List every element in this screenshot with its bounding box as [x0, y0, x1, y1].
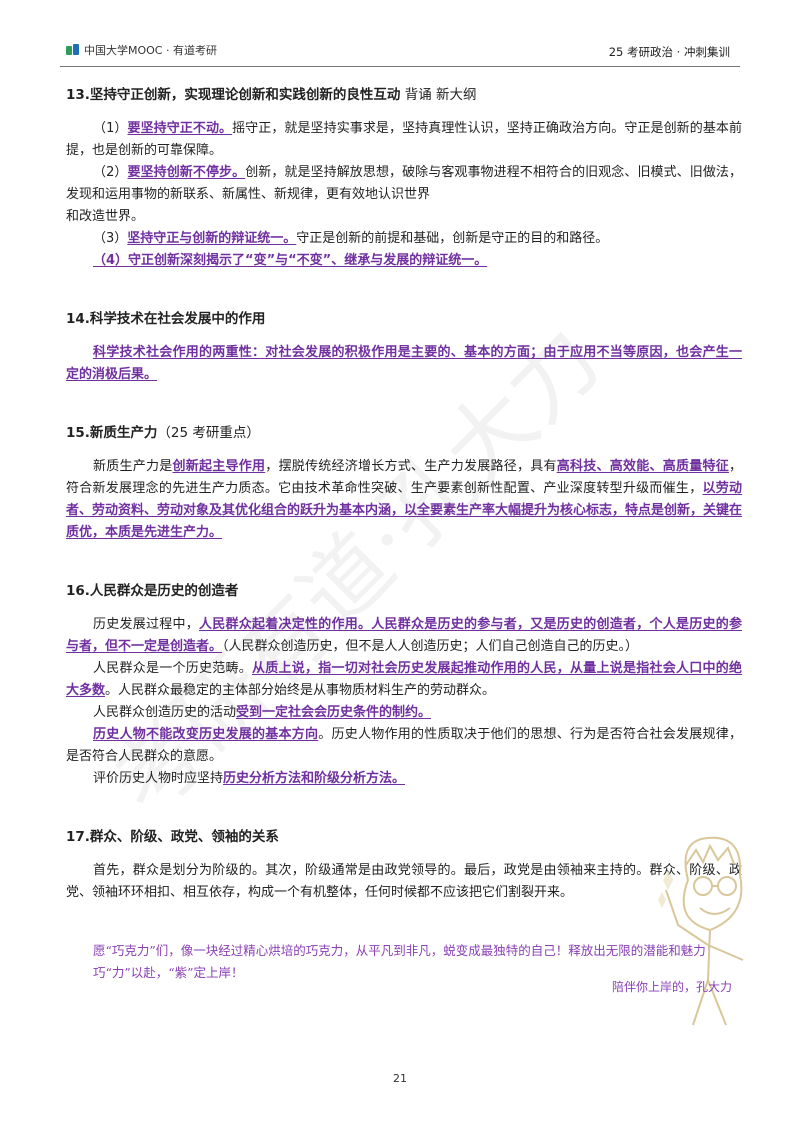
section-16-title: 16.人民群众是历史的创造者 [66, 583, 239, 599]
closing-message: 愿“巧克力”们，像一块经过精心烘培的巧克力，从平凡到非凡，蜕变成最独特的自己！释… [93, 943, 719, 958]
s14-body: 科学技术社会作用的两重性：对社会发展的积极作用是主要的、基本的方面；由于应用不当… [66, 345, 742, 382]
s16-para-2: 人民群众是一个历史范畴。从质上说，指一切对社会历史发展起推动作用的人民，从量上说… [66, 661, 742, 698]
s13-item-2: （2）要坚持创新不停步。创新，就是坚持解放思想，破除与客观事物进程不相符合的旧观… [66, 165, 742, 202]
mooc-logo-icon [66, 44, 80, 56]
section-15-title: 15.新质生产力（25 考研重点） [66, 425, 260, 441]
signature: 陪伴你上岸的，孔大力 [611, 980, 732, 994]
header-divider [60, 66, 740, 67]
s16-para-1: 历史发展过程中，人民群众起着决定性的作用。人民群众是历史的参与者，又是历史的创造… [66, 617, 742, 654]
s13-item-2-cont: 和改造世界。 [66, 209, 145, 224]
s17-body: 首先，群众是划分为阶级的。其次，阶级通常是由政党领导的。最后，政党是由领袖来主持… [66, 863, 742, 900]
section-14-title: 14.科学技术在社会发展中的作用 [66, 311, 266, 327]
s13-item-4: （4）守正创新深刻揭示了“变”与“不变”、继承与发展的辩证统一。 [93, 253, 488, 268]
page-number: 21 [393, 1072, 407, 1085]
s13-item-3: （3）坚持守正与创新的辩证统一。守正是创新的前提和基础，创新是守正的目的和路径。 [93, 231, 609, 246]
page-header: 中国大学MOOC · 有道考研 25 考研政治 · 冲刺集训 [0, 0, 800, 75]
s15-body: 新质生产力是创新起主导作用，摆脱传统经济增长方式、生产力发展路径，具有高科技、高… [66, 459, 743, 540]
s16-para-4: 历史人物不能改变历史发展的基本方向。历史人物作用的性质取决于他们的思想、行为是否… [66, 727, 742, 764]
main-content: 13.坚持守正创新，实现理论创新和实践创新的良性互动 背诵 新大纲 （1）要坚持… [66, 84, 742, 984]
cartoon-character-illustration [658, 836, 744, 1026]
s16-para-5: 评价历史人物时应坚持历史分析方法和阶级分析方法。 [93, 771, 406, 786]
closing-slogan: 巧“力”以赴，“紫”定上岸！ [93, 965, 244, 980]
brand-logo: 中国大学MOOC · 有道考研 [66, 42, 217, 58]
logo-text: 中国大学MOOC · 有道考研 [84, 44, 217, 57]
doc-title: 25 考研政治 · 冲刺集训 [608, 45, 730, 59]
s16-para-3: 人民群众创造历史的活动受到一定社会会历史条件的制约。 [93, 705, 432, 720]
section-17-title: 17.群众、阶级、政党、领袖的关系 [66, 829, 279, 845]
s13-item-1: （1）要坚持守正不动。摇守正，就是坚持实事求是，坚持真理性认识，坚持正确政治方向… [66, 121, 742, 158]
section-13-title: 13.坚持守正创新，实现理论创新和实践创新的良性互动 背诵 新大纲 [66, 87, 477, 103]
